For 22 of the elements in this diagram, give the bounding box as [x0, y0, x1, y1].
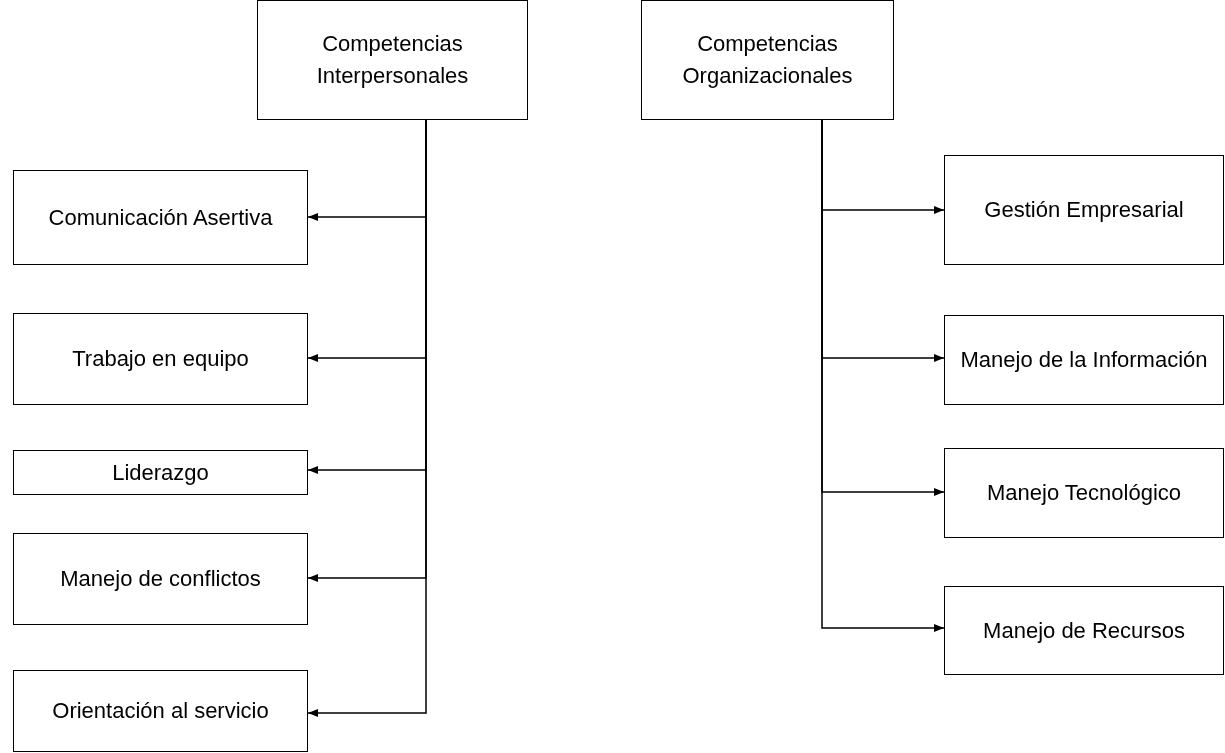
node-label: Manejo de Recursos: [983, 616, 1185, 645]
node-label: Competencias Organizacionales: [681, 30, 854, 90]
node-label: Competencias Interpersonales: [315, 30, 470, 90]
node-label: Liderazgo: [112, 458, 209, 487]
node-label: Orientación al servicio: [52, 697, 269, 725]
node-box: [257, 0, 528, 120]
node-box: [944, 586, 1224, 675]
node-box: [13, 450, 308, 495]
node-label: Trabajo en equipo: [72, 345, 249, 373]
node-box: [944, 155, 1224, 265]
node-box: [13, 313, 308, 405]
node-label: Manejo Tecnológico: [986, 479, 1182, 507]
node-box: [944, 448, 1224, 538]
node-box: [13, 670, 308, 752]
node-label: Manejo de la Información: [960, 346, 1208, 374]
node-box: [13, 533, 308, 625]
node-box: [944, 315, 1224, 405]
node-box: [13, 170, 308, 265]
node-label: Gestión Empresarial: [984, 196, 1184, 224]
node-label: Comunicación Asertiva: [48, 203, 273, 232]
node-label: Manejo de conflictos: [60, 565, 261, 593]
node-box: [641, 0, 894, 120]
